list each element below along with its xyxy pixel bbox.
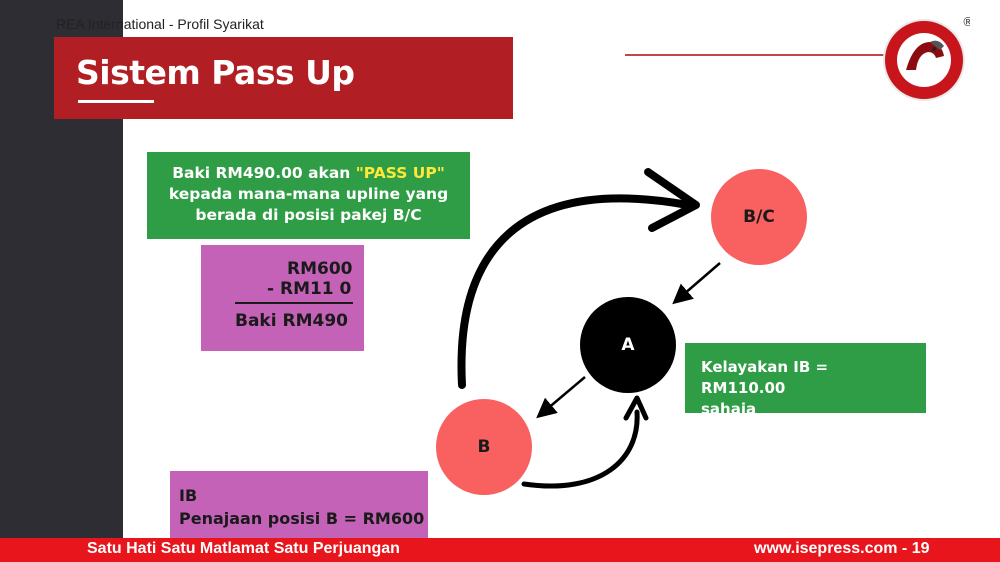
- footer-bar: Satu Hati Satu Matlamat Satu Perjuangan …: [0, 538, 1000, 562]
- calc-balance: Baki RM490: [235, 311, 348, 331]
- title-banner: Sistem Pass Up: [54, 37, 513, 119]
- passup-line2: kepada mana-mana upline yang: [168, 185, 449, 203]
- passup-info-box: Baki RM490.00 akan "PASS UP" kepada mana…: [147, 152, 470, 239]
- passup-line3: berada di posisi pakej B/C: [195, 206, 422, 224]
- red-eagle-academy-logo: ®: [878, 12, 974, 104]
- node-b: B: [436, 399, 532, 495]
- passup-line1: Baki RM490.00 akan: [172, 164, 356, 182]
- ib-sponsorship-text: Penajaan posisi B = RM600: [179, 509, 425, 528]
- arrow-a-to-b: [536, 376, 586, 419]
- calc-minus: - RM11 0: [267, 279, 352, 299]
- page-title: Sistem Pass Up: [76, 53, 355, 92]
- ib-sponsorship-box: IB Penajaan posisi B = RM600: [170, 471, 428, 538]
- calculation-box: RM600 - RM11 0 Baki RM490: [201, 245, 364, 351]
- passup-curve-arrow: [457, 194, 692, 389]
- header-divider-line: [625, 54, 887, 56]
- node-a: A: [580, 297, 676, 393]
- eligibility-line2: sahaja: [701, 400, 757, 418]
- footer-slogan: Satu Hati Satu Matlamat Satu Perjuangan: [87, 540, 400, 557]
- eligibility-line1: Kelayakan IB = RM110.00: [701, 358, 829, 397]
- calc-divider: [235, 302, 353, 304]
- passup-highlight: "PASS UP": [355, 164, 445, 182]
- title-underline: [78, 100, 154, 103]
- arrow-b-to-a-head: [623, 395, 649, 421]
- node-bc: B/C: [711, 169, 807, 265]
- page-subtitle: REA International - Profil Syarikat: [56, 16, 264, 32]
- eagle-logo-icon: ®: [883, 15, 974, 101]
- footer-site-page: www.isepress.com - 19: [754, 540, 930, 557]
- ib-label: IB: [179, 486, 198, 505]
- eligibility-box: Kelayakan IB = RM110.00 sahaja: [685, 343, 926, 418]
- passup-arrowhead: [644, 168, 700, 232]
- arrow-b-to-a-curve: [521, 409, 640, 489]
- arrow-bc-to-a: [672, 262, 721, 305]
- calc-amount: RM600: [287, 259, 353, 279]
